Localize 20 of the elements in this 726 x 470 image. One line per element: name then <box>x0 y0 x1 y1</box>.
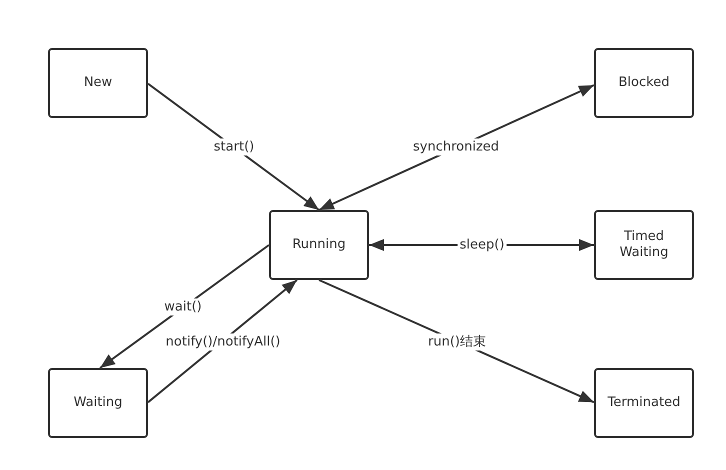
state-name: Waiting <box>74 395 122 411</box>
state-box <box>594 48 694 118</box>
state-name: Terminated <box>608 395 680 411</box>
arrow <box>147 279 298 404</box>
edge-label: sleep() <box>458 236 506 254</box>
state-box <box>269 210 369 280</box>
state-box <box>48 368 148 438</box>
edge-label: notify()/notifyAll() <box>164 334 282 350</box>
arrow <box>99 244 270 369</box>
state-name: Blocked <box>618 75 670 91</box>
state-box <box>48 48 148 118</box>
edge-label: wait() <box>162 298 204 316</box>
state-name: New <box>84 75 112 91</box>
state-name: Running <box>292 237 346 253</box>
arrow <box>147 82 320 211</box>
state-box <box>594 368 694 438</box>
edge-label: start() <box>212 138 256 156</box>
edge-label: run()结束 <box>426 334 488 350</box>
state-box <box>594 210 694 280</box>
state-name: Timed Waiting <box>618 229 670 261</box>
